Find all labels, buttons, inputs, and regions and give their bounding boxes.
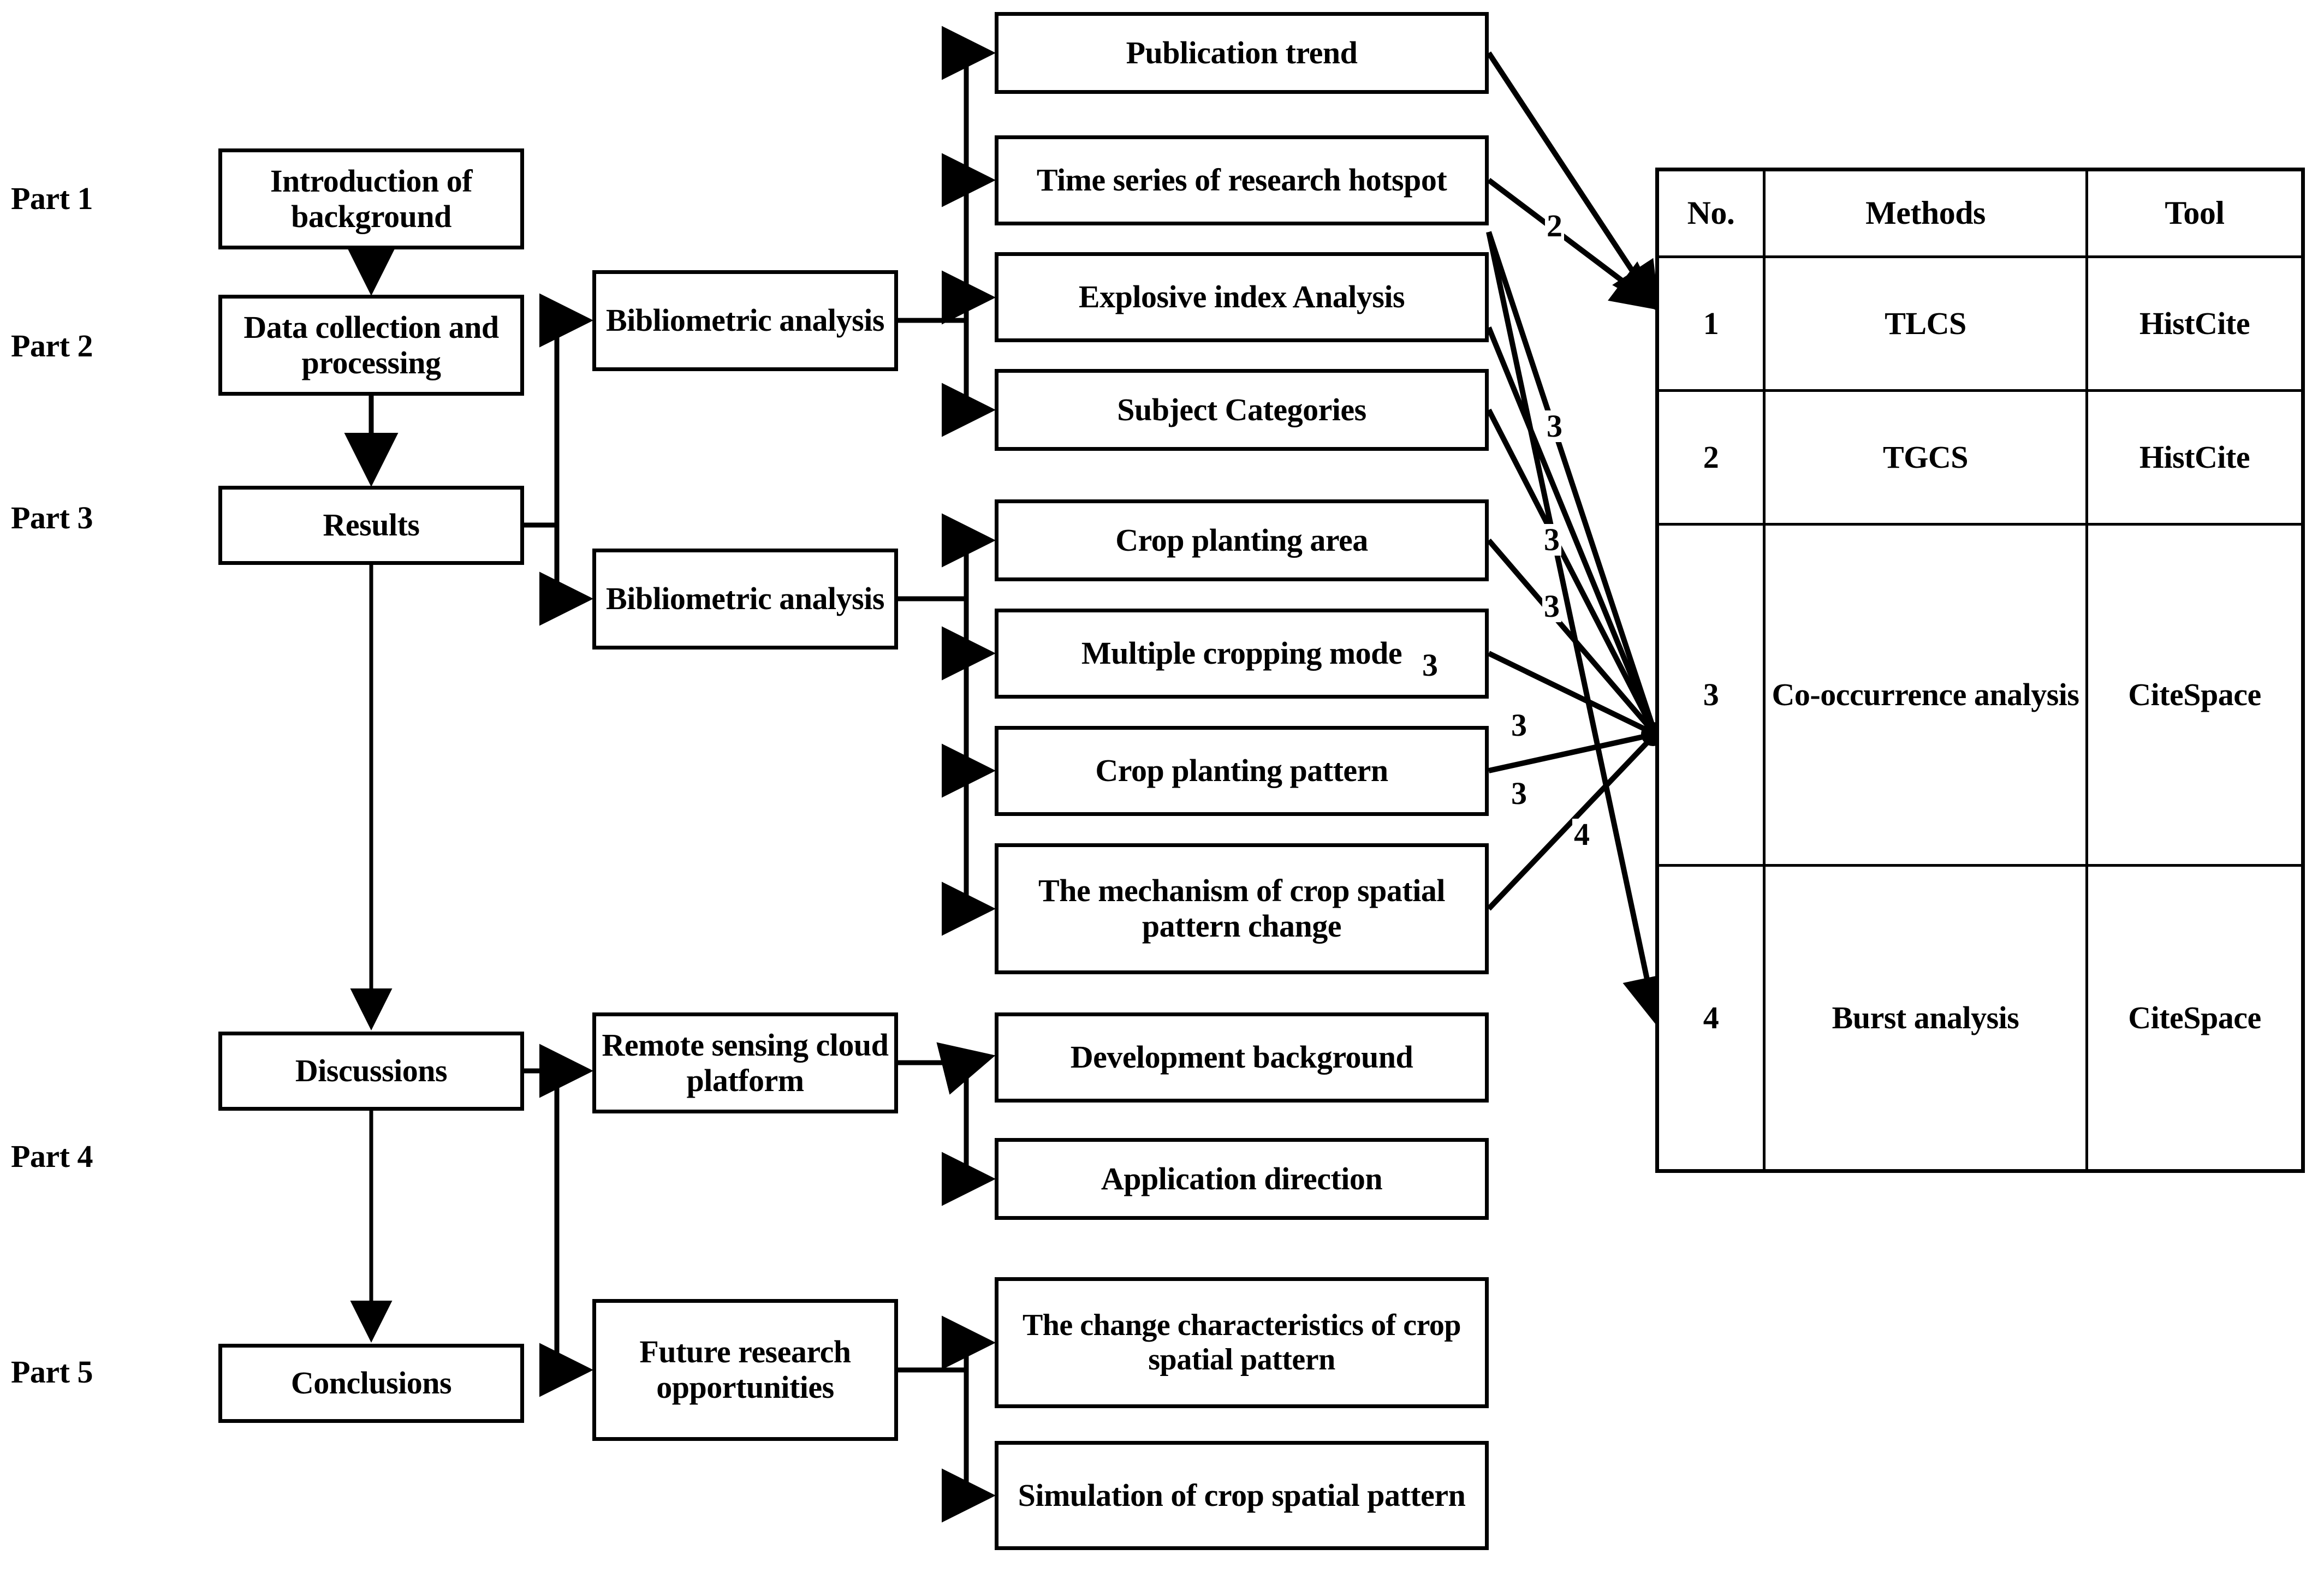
part-label-5-text: Part 5 <box>11 1354 93 1390</box>
part-label-1-text: Part 1 <box>11 181 93 216</box>
node-time-series-of-research-hotspot[interactable]: Time series of research hotspot <box>995 135 1489 225</box>
table-row[interactable]: 2 TGCS HistCite <box>1656 389 2304 526</box>
node-simulation-of-crop-spatial-pattern[interactable]: Simulation of crop spatial pattern <box>995 1441 1489 1550</box>
node-future-research-opportunities-label: Future research opportunities <box>639 1334 851 1405</box>
edge-weight-3: 3 <box>1542 524 1561 556</box>
node-application-direction-label: Application direction <box>1101 1160 1383 1196</box>
edge-weight-6: 3 <box>1509 710 1529 741</box>
edge-weight-8: 4 <box>1572 819 1591 850</box>
table-row[interactable]: 1 TLCS HistCite <box>1656 255 2304 392</box>
node-development-background-label: Development background <box>1070 1039 1413 1075</box>
part-label-4-text: Part 4 <box>11 1139 93 1174</box>
part-label-3: Part 3 <box>11 499 93 536</box>
table-header-row: No. Methods Tool <box>1656 168 2304 258</box>
table-cell-method-4: Burst analysis <box>1763 864 2088 1172</box>
edge-weight-3-text: 3 <box>1544 522 1560 557</box>
table-cell-no-1: 1 <box>1656 255 1766 392</box>
table-row[interactable]: 3 Co-occurrence analysis CiteSpace <box>1656 523 2304 867</box>
edge-weight-7: 3 <box>1509 778 1529 809</box>
node-crop-planting-area[interactable]: Crop planting area <box>995 499 1489 581</box>
node-conclusions[interactable]: Conclusions <box>218 1344 524 1423</box>
node-future-research-opportunities[interactable]: Future research opportunities <box>592 1299 898 1441</box>
edge-publication-trend-to-row2 <box>1486 51 1660 313</box>
node-introduction-of-background[interactable]: Introduction of background <box>218 148 524 249</box>
node-the-mechanism-of-crop-spatial-pattern-change-label: The mechanism of crop spatial pattern ch… <box>1038 873 1445 944</box>
node-data-collection-and-processing[interactable]: Data collection and processing <box>218 295 524 396</box>
table-row[interactable]: 4 Burst analysis CiteSpace <box>1656 864 2304 1172</box>
node-bibliometric-analysis-1-label: Bibliometric analysis <box>606 302 884 338</box>
node-the-mechanism-of-crop-spatial-pattern-change[interactable]: The mechanism of crop spatial pattern ch… <box>995 843 1489 974</box>
node-bibliometric-analysis-1[interactable]: Bibliometric analysis <box>592 270 898 371</box>
edge-weight-4-text: 3 <box>1544 588 1560 624</box>
node-development-background[interactable]: Development background <box>995 1012 1489 1103</box>
node-bibliometric-analysis-2[interactable]: Bibliometric analysis <box>592 549 898 650</box>
node-remote-sensing-cloud-platform-label: Remote sensing cloud platform <box>602 1027 889 1098</box>
node-subject-categories-label: Subject Categories <box>1117 391 1366 427</box>
node-subject-categories[interactable]: Subject Categories <box>995 369 1489 451</box>
node-crop-planting-pattern-label: Crop planting pattern <box>1095 753 1388 789</box>
edge-weight-7-text: 3 <box>1511 776 1527 811</box>
edge-time-series-to-row2 <box>1487 178 1662 311</box>
node-multiple-cropping-mode[interactable]: Multiple cropping mode <box>995 609 1489 699</box>
table-header-no: No. <box>1656 168 1766 258</box>
edge-crop-planting-area-to-row3 <box>1487 538 1657 736</box>
node-simulation-of-crop-spatial-pattern-label: Simulation of crop spatial pattern <box>1018 1477 1466 1513</box>
table-cell-tool-4: CiteSpace <box>2085 864 2304 1172</box>
node-conclusions-label: Conclusions <box>290 1365 452 1401</box>
edge-weight-2: 3 <box>1545 410 1564 442</box>
node-explosive-index-analysis-label: Explosive index Analysis <box>1078 279 1405 315</box>
edge-time-series-to-row4 <box>1486 231 1671 1026</box>
table-cell-no-4: 4 <box>1656 864 1766 1172</box>
node-publication-trend[interactable]: Publication trend <box>995 12 1489 94</box>
part-label-5: Part 5 <box>11 1354 93 1390</box>
table-cell-tool-3: CiteSpace <box>2085 523 2304 867</box>
table-cell-method-1: TLCS <box>1763 255 2088 392</box>
node-multiple-cropping-mode-label: Multiple cropping mode <box>1081 635 1402 671</box>
part-label-3-text: Part 3 <box>11 500 93 535</box>
table-cell-method-3: Co-occurrence analysis <box>1763 523 2088 867</box>
edge-subject-categories-to-row3 <box>1486 408 1658 736</box>
node-introduction-of-background-label: Introduction of background <box>270 163 473 234</box>
node-crop-planting-area-label: Crop planting area <box>1115 522 1368 558</box>
methods-table: No. Methods Tool 1 TLCS HistCite 2 TGCS … <box>1655 168 2305 1173</box>
part-label-4: Part 4 <box>11 1138 93 1175</box>
node-results-label: Results <box>323 507 420 543</box>
edge-weight-1-text: 2 <box>1547 208 1562 243</box>
node-application-direction[interactable]: Application direction <box>995 1138 1489 1220</box>
table-cell-tool-2: HistCite <box>2085 389 2304 526</box>
edge-remote-to-development-background <box>936 1042 996 1095</box>
edge-weight-1: 2 <box>1545 210 1564 242</box>
node-data-collection-and-processing-label: Data collection and processing <box>243 309 499 380</box>
node-discussions-label: Discussions <box>295 1053 448 1089</box>
edge-time-series-to-row3 <box>1486 231 1658 735</box>
edge-weight-8-text: 4 <box>1574 817 1590 852</box>
node-crop-planting-pattern[interactable]: Crop planting pattern <box>995 726 1489 816</box>
node-time-series-of-research-hotspot-label: Time series of research hotspot <box>1036 162 1447 198</box>
node-discussions[interactable]: Discussions <box>218 1032 524 1111</box>
part-label-1: Part 1 <box>11 180 93 217</box>
table-header-methods: Methods <box>1763 168 2088 258</box>
table-header-tool: Tool <box>2085 168 2304 258</box>
node-remote-sensing-cloud-platform[interactable]: Remote sensing cloud platform <box>592 1012 898 1113</box>
edge-weight-4: 3 <box>1542 591 1561 622</box>
edge-weight-2-text: 3 <box>1547 408 1562 444</box>
table-cell-tool-1: HistCite <box>2085 255 2304 392</box>
node-the-change-characteristics-of-crop-spatial-pattern-label: The change characteristics of crop spati… <box>1022 1308 1461 1377</box>
edge-weight-5: 3 <box>1420 650 1440 681</box>
node-bibliometric-analysis-2-label: Bibliometric analysis <box>606 581 884 617</box>
node-explosive-index-analysis[interactable]: Explosive index Analysis <box>995 252 1489 342</box>
table-cell-method-2: TGCS <box>1763 389 2088 526</box>
node-results[interactable]: Results <box>218 486 524 565</box>
edge-explosive-index-to-row3 <box>1486 326 1658 735</box>
edge-weight-5-text: 3 <box>1422 647 1438 683</box>
table-cell-no-3: 3 <box>1656 523 1766 867</box>
node-publication-trend-label: Publication trend <box>1126 34 1358 70</box>
edge-weight-6-text: 3 <box>1511 707 1527 743</box>
table-cell-no-2: 2 <box>1656 389 1766 526</box>
node-the-change-characteristics-of-crop-spatial-pattern[interactable]: The change characteristics of crop spati… <box>995 1277 1489 1408</box>
part-label-2-text: Part 2 <box>11 328 93 364</box>
part-label-2: Part 2 <box>11 327 93 364</box>
